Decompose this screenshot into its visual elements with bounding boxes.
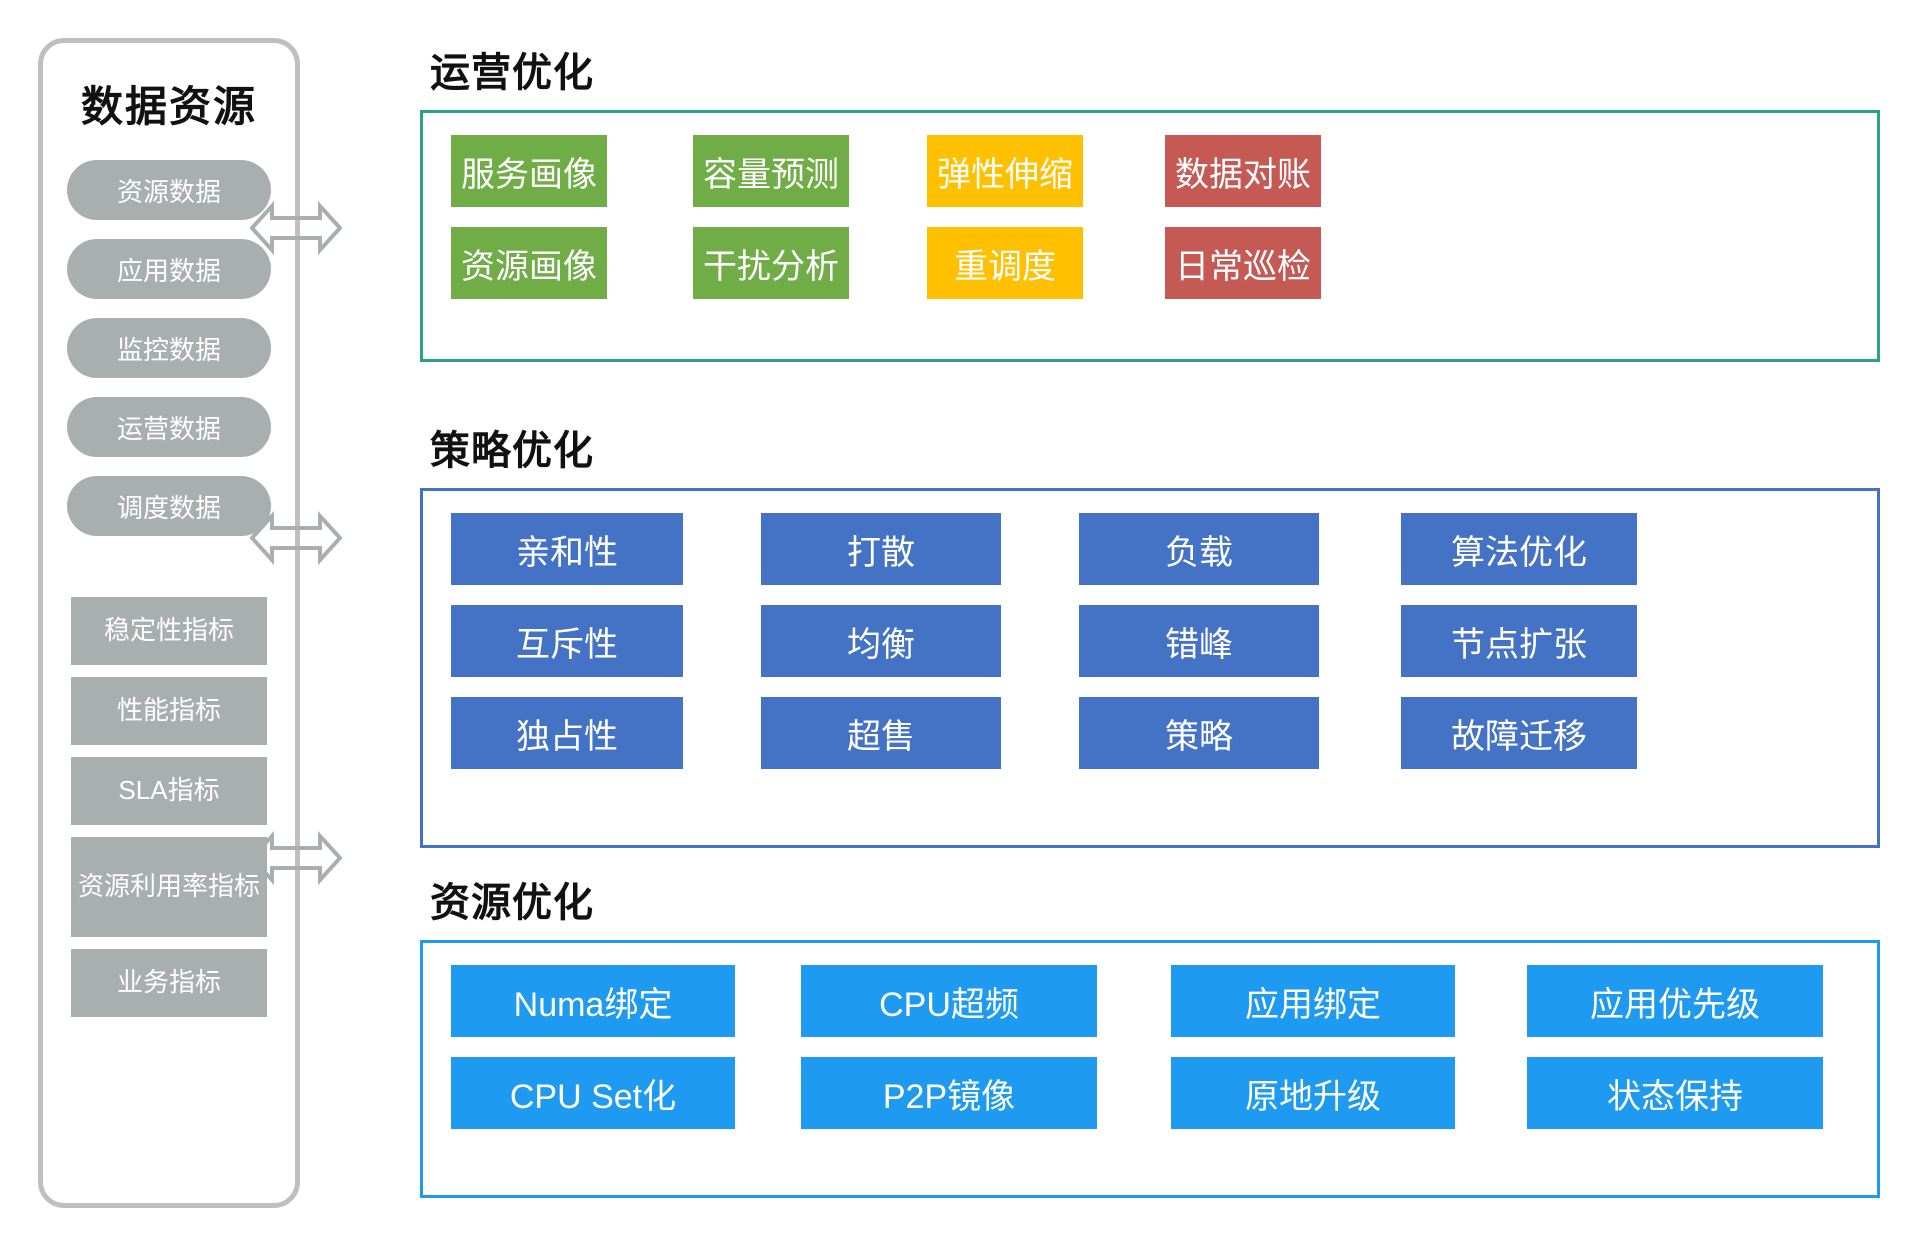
column-operations-2: 容量预测 干扰分析 — [693, 135, 849, 299]
chip-capacity-forecast[interactable]: 容量预测 — [693, 135, 849, 207]
sidebar-item-application-data[interactable]: 应用数据 — [67, 239, 271, 299]
chip-data-reconciliation[interactable]: 数据对账 — [1165, 135, 1321, 207]
column-operations-1: 服务画像 资源画像 — [451, 135, 607, 299]
chip-numa-binding[interactable]: Numa绑定 — [451, 965, 735, 1037]
chip-state-keeping[interactable]: 状态保持 — [1527, 1057, 1823, 1129]
chip-app-binding[interactable]: 应用绑定 — [1171, 965, 1455, 1037]
chip-anti-affinity[interactable]: 互斥性 — [451, 605, 683, 677]
chip-daily-inspection[interactable]: 日常巡检 — [1165, 227, 1321, 299]
chip-load[interactable]: 负载 — [1079, 513, 1319, 585]
column-operations-3: 弹性伸缩 重调度 — [927, 135, 1083, 299]
section-title-resource: 资源优化 — [430, 881, 594, 925]
chip-algorithm-optimization[interactable]: 算法优化 — [1401, 513, 1637, 585]
chip-interference-analysis[interactable]: 干扰分析 — [693, 227, 849, 299]
sidebar-item-scheduling-data[interactable]: 调度数据 — [67, 476, 271, 536]
section-body-resource: Numa绑定 CPU Set化 CPU超频 P2P镜像 应用绑定 原地升级 应用… — [420, 940, 1880, 1198]
sidebar-item-performance-metric[interactable]: 性能指标 — [71, 677, 267, 745]
section-title-operations: 运营优化 — [430, 51, 594, 95]
section-body-operations: 服务画像 资源画像 容量预测 干扰分析 弹性伸缩 重调度 数据对账 日常巡检 — [420, 110, 1880, 362]
chip-resource-profile[interactable]: 资源画像 — [451, 227, 607, 299]
chip-app-priority[interactable]: 应用优先级 — [1527, 965, 1823, 1037]
double-headed-arrow-icon-operations — [250, 200, 342, 256]
sidebar-item-business-metric[interactable]: 业务指标 — [71, 949, 267, 1017]
chip-policy[interactable]: 策略 — [1079, 697, 1319, 769]
section-operations-optimization: 运营优化 服务画像 资源画像 容量预测 干扰分析 弹性伸缩 重调度 数据对账 日… — [420, 40, 1880, 362]
double-headed-arrow-icon-resource — [250, 830, 342, 886]
chip-balance[interactable]: 均衡 — [761, 605, 1001, 677]
column-resource-4: 应用优先级 状态保持 — [1527, 965, 1823, 1129]
chip-oversell[interactable]: 超售 — [761, 697, 1001, 769]
chip-failure-migration[interactable]: 故障迁移 — [1401, 697, 1637, 769]
panel-title: 数据资源 — [80, 83, 257, 130]
chip-rescheduling[interactable]: 重调度 — [927, 227, 1083, 299]
column-operations-4: 数据对账 日常巡检 — [1165, 135, 1321, 299]
chip-cpu-overclock[interactable]: CPU超频 — [801, 965, 1097, 1037]
chip-spread[interactable]: 打散 — [761, 513, 1001, 585]
sidebar-item-sla-metric[interactable]: SLA指标 — [71, 757, 267, 825]
chip-service-profile[interactable]: 服务画像 — [451, 135, 607, 207]
chip-elastic-scaling[interactable]: 弹性伸缩 — [927, 135, 1083, 207]
sidebar-item-resource-data[interactable]: 资源数据 — [67, 160, 271, 220]
chip-p2p-image[interactable]: P2P镜像 — [801, 1057, 1097, 1129]
chip-exclusivity[interactable]: 独占性 — [451, 697, 683, 769]
section-body-strategy: 亲和性 互斥性 独占性 打散 均衡 超售 负载 错峰 策略 算法优化 节点扩张 … — [420, 488, 1880, 848]
column-resource-1: Numa绑定 CPU Set化 — [451, 965, 735, 1129]
column-strategy-1: 亲和性 互斥性 独占性 — [451, 513, 683, 769]
sidebar-item-monitoring-data[interactable]: 监控数据 — [67, 318, 271, 378]
section-resource-optimization: 资源优化 Numa绑定 CPU Set化 CPU超频 P2P镜像 应用绑定 原地… — [420, 870, 1880, 1198]
chip-affinity[interactable]: 亲和性 — [451, 513, 683, 585]
double-headed-arrow-icon-strategy — [250, 510, 342, 566]
chip-in-place-upgrade[interactable]: 原地升级 — [1171, 1057, 1455, 1129]
metric-items-group: 稳定性指标 性能指标 SLA指标 资源利用率指标 业务指标 — [43, 597, 295, 1029]
sidebar-item-utilization-metric[interactable]: 资源利用率指标 — [71, 837, 267, 937]
sidebar-item-operations-data[interactable]: 运营数据 — [67, 397, 271, 457]
chip-cpu-set[interactable]: CPU Set化 — [451, 1057, 735, 1129]
column-resource-2: CPU超频 P2P镜像 — [801, 965, 1097, 1129]
column-resource-3: 应用绑定 原地升级 — [1171, 965, 1455, 1129]
column-strategy-4: 算法优化 节点扩张 故障迁移 — [1401, 513, 1637, 769]
section-strategy-optimization: 策略优化 亲和性 互斥性 独占性 打散 均衡 超售 负载 错峰 策略 算法优化 … — [420, 418, 1880, 848]
column-strategy-2: 打散 均衡 超售 — [761, 513, 1001, 769]
data-items-group: 资源数据 应用数据 监控数据 运营数据 调度数据 — [43, 160, 295, 555]
sidebar-item-stability-metric[interactable]: 稳定性指标 — [71, 597, 267, 665]
chip-peak-shift[interactable]: 错峰 — [1079, 605, 1319, 677]
section-title-strategy: 策略优化 — [430, 429, 594, 473]
chip-node-expansion[interactable]: 节点扩张 — [1401, 605, 1637, 677]
column-strategy-3: 负载 错峰 策略 — [1079, 513, 1319, 769]
